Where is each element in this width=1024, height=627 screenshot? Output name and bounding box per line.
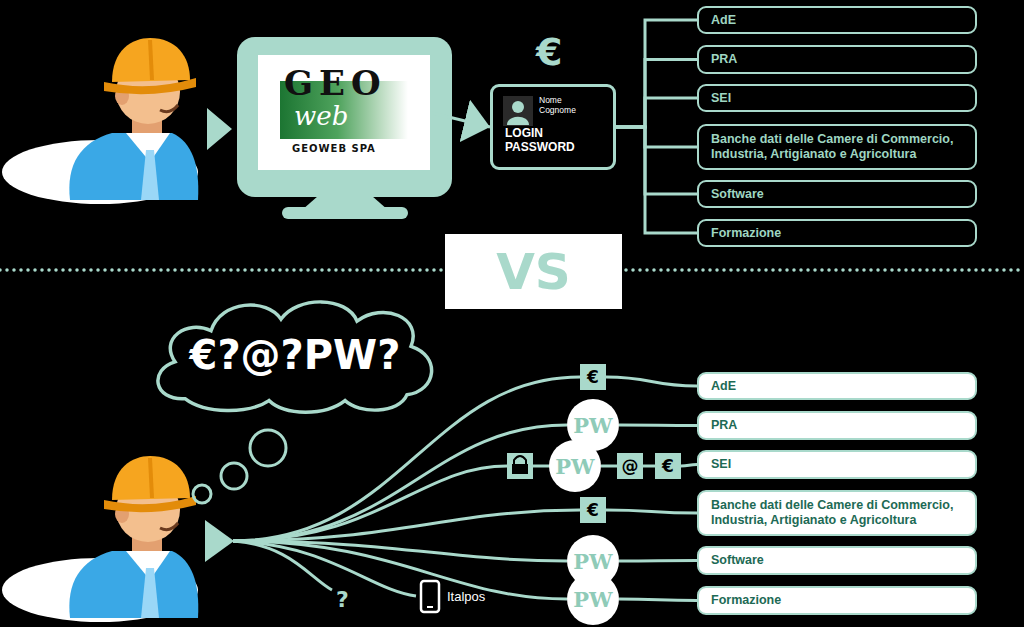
connector (616, 127, 697, 147)
phone-icon (421, 581, 439, 612)
connector (616, 20, 697, 127)
monitor-frame (237, 37, 452, 197)
node-text: PW (573, 587, 612, 612)
node-text: Banche dati delle Camere di Commercio, I… (711, 498, 963, 528)
node-text: GEO (284, 63, 387, 103)
logo-screen: GEOwebGEOWEB SPA (258, 55, 430, 170)
connector (616, 127, 697, 233)
password-circle: PW (549, 440, 601, 492)
connector (681, 465, 697, 467)
service-box: Banche dati delle Camere di Commercio, I… (697, 124, 977, 170)
lock-icon (514, 456, 526, 464)
connector (619, 559, 697, 563)
service-box: Banche dati delle Camere di Commercio, I… (697, 490, 977, 536)
node-text: VS (496, 243, 571, 301)
euro-square: € (655, 453, 681, 479)
service-box: SEI (697, 84, 977, 112)
euro-square: € (580, 364, 606, 390)
node-text: Formazione (711, 593, 963, 608)
service-box: Software (697, 546, 977, 575)
service-box: AdE (697, 372, 977, 400)
thought-dot (250, 430, 286, 466)
service-box: PRA (697, 411, 977, 440)
node-text: web (294, 101, 348, 131)
divider (626, 268, 1024, 272)
euro-symbol: € (536, 30, 562, 74)
device-label: Italpos (447, 589, 485, 604)
phone-icon (427, 606, 433, 608)
connector (606, 510, 697, 513)
node-text: GEOWEB SPA (292, 143, 376, 154)
connector (619, 599, 697, 601)
service-box: Formazione (697, 219, 977, 247)
arrow-triangle (205, 520, 234, 562)
node-text: €?@?PW? (190, 332, 401, 378)
node-text: Nome Cognome (539, 96, 585, 116)
at-square: @ (617, 453, 643, 479)
service-box: PRA (697, 45, 977, 74)
lock-square (507, 453, 533, 479)
service-box: SEI (697, 450, 977, 479)
service-box: Software (697, 180, 977, 208)
node-text: PW (573, 549, 612, 574)
service-box: Formazione (697, 586, 977, 615)
euro-square: € (580, 497, 606, 523)
connector (616, 98, 697, 127)
connector (616, 60, 697, 128)
node-text: LOGIN PASSWORD (505, 127, 597, 155)
node-text: Software (711, 553, 963, 568)
node-text: Banche dati delle Camere di Commercio, I… (711, 132, 963, 162)
connector (430, 113, 490, 128)
divider (0, 268, 445, 272)
worker-figure (2, 38, 198, 204)
vs-box: VS (445, 234, 622, 309)
thought-dot (221, 463, 247, 489)
question-mark: ? (336, 587, 349, 612)
connector (619, 424, 697, 428)
connector (601, 465, 617, 468)
connector (606, 377, 697, 386)
arrow-triangle (207, 108, 232, 150)
node-text: SEI (711, 457, 963, 472)
node-text: € (662, 456, 674, 476)
service-box: AdE (697, 6, 977, 34)
monitor-base (282, 207, 408, 219)
node-text: SEI (711, 91, 963, 106)
connector (643, 465, 655, 468)
thought-dot (193, 485, 211, 503)
node-text: AdE (711, 379, 963, 394)
login-card: Nome CognomeLOGIN PASSWORD (490, 84, 616, 170)
node-text: @ (622, 456, 639, 476)
node-text: € (587, 367, 599, 387)
node-text: PRA (711, 418, 963, 433)
lock-icon (512, 464, 528, 474)
node-text: PW (573, 413, 612, 438)
connector (616, 127, 697, 194)
node-text: PRA (711, 52, 963, 67)
worker-figure (2, 456, 198, 622)
node-text: Software (711, 187, 963, 202)
password-circle: PW (567, 573, 619, 625)
node-text: AdE (711, 13, 963, 28)
user-icon (503, 96, 533, 126)
thought-cloud: €?@?PW? (145, 292, 445, 418)
node-text: € (587, 500, 599, 520)
node-text: PW (555, 454, 594, 479)
node-text: Formazione (711, 226, 963, 241)
